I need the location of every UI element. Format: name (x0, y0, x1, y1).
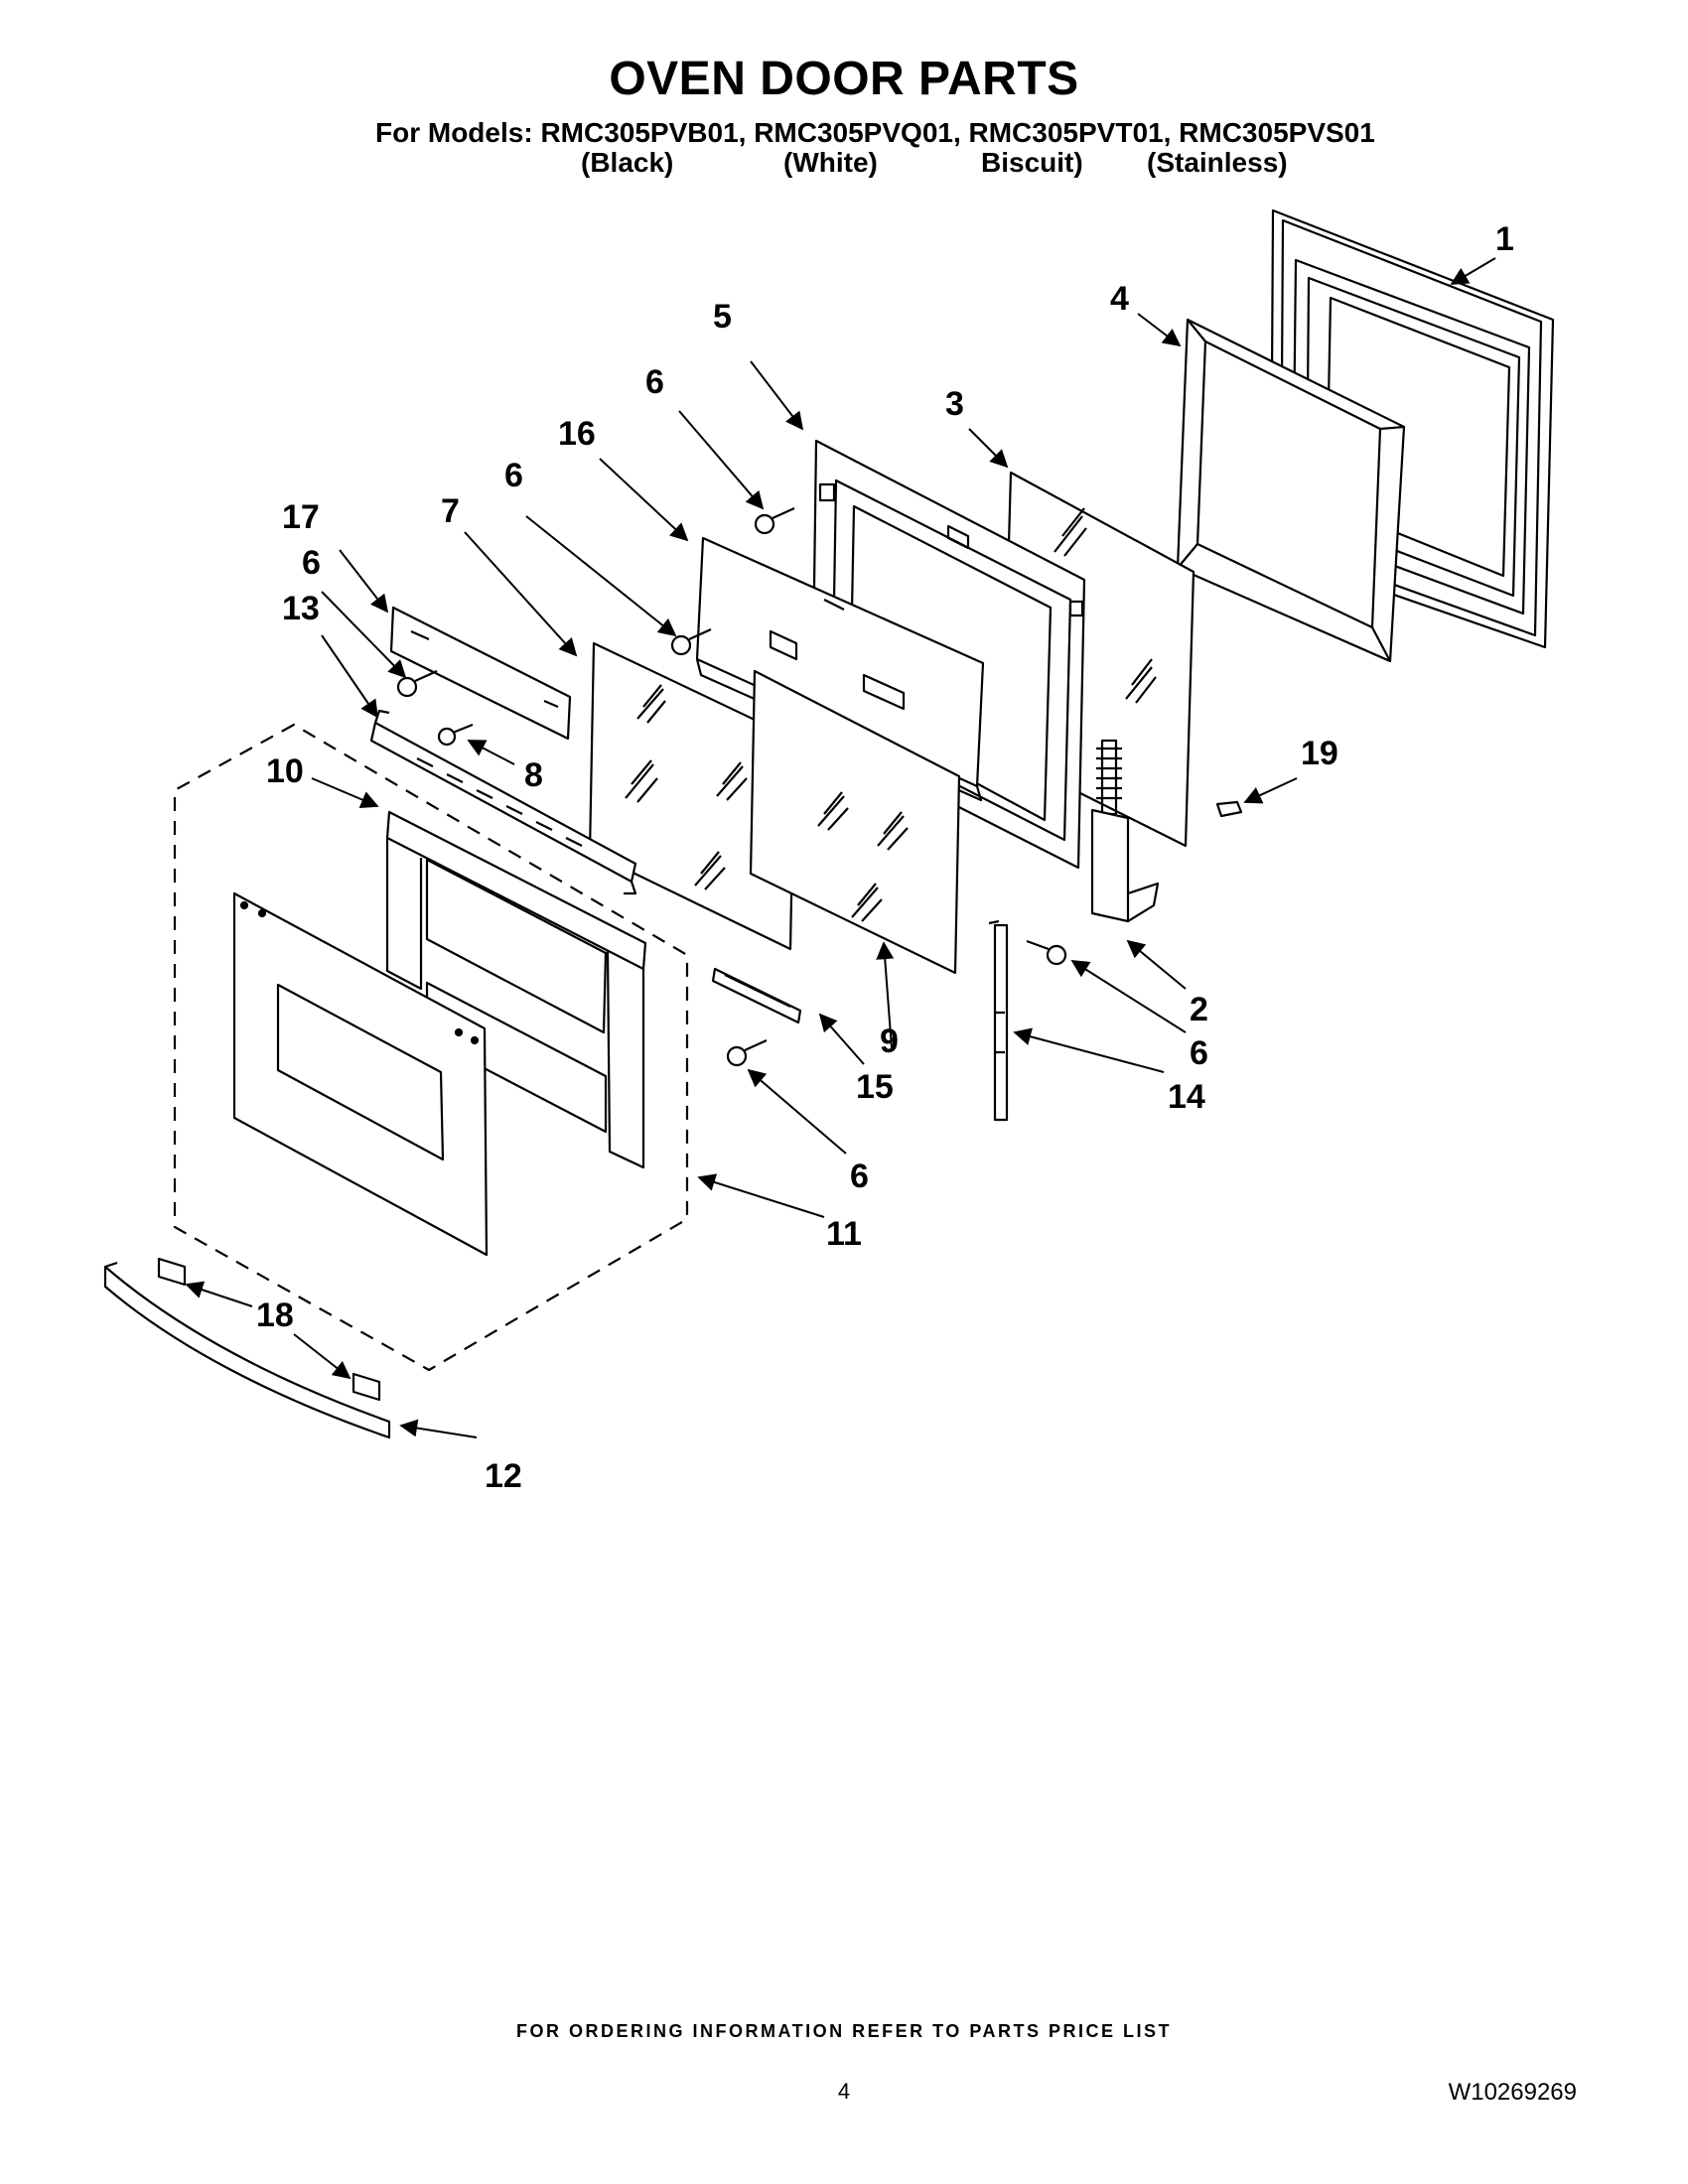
part-door-spacer (385, 810, 647, 1169)
callout-6: 6 (645, 363, 664, 401)
page-number: 4 (837, 2079, 851, 2104)
screw-icon (726, 1038, 768, 1067)
part-hinge-receiver (711, 967, 802, 1024)
callout-11: 11 (826, 1215, 862, 1253)
callout-1: 1 (1495, 220, 1514, 258)
part-handle-end-caps (157, 1257, 381, 1402)
variant-black: (Black) (581, 147, 674, 178)
variant-stainless: (Stainless) (1147, 147, 1288, 178)
callout-15: 15 (856, 1068, 894, 1106)
callout-6: 6 (504, 457, 523, 494)
callout-18: 18 (256, 1297, 294, 1334)
callout-19: 19 (1301, 735, 1338, 772)
part-middle-glass (749, 669, 961, 975)
callout-13: 13 (282, 590, 320, 627)
part-door-frame (1176, 318, 1406, 663)
ordering-note: FOR ORDERING INFORMATION REFER TO PARTS … (515, 2021, 1172, 2041)
part-hinge (1090, 739, 1160, 923)
leader-lines (185, 257, 1496, 1438)
page-title: OVEN DOOR PARTS (609, 53, 1079, 105)
part-upper-bracket (389, 606, 572, 741)
screw-icon (670, 627, 712, 656)
callout-14: 14 (1168, 1078, 1205, 1116)
callout-3: 3 (945, 385, 964, 423)
callout-17: 17 (282, 498, 320, 536)
callout-8: 8 (524, 756, 543, 794)
screw-icon (437, 723, 474, 747)
callout-4: 4 (1110, 280, 1129, 318)
callout-6: 6 (302, 544, 321, 582)
callout-5: 5 (713, 298, 732, 336)
screw-icon (1026, 939, 1067, 966)
callout-7: 7 (441, 492, 460, 530)
part-hinge-support (988, 919, 1009, 1122)
models-line: For Models: RMC305PVB01, RMC305PVQ01, RM… (375, 117, 1375, 148)
screws (396, 506, 1067, 1067)
part-door-front-panel (232, 891, 489, 1257)
callout-6: 6 (850, 1158, 869, 1195)
callout-9: 9 (880, 1023, 899, 1060)
screw-icon (396, 669, 438, 698)
callout-10: 10 (266, 752, 304, 790)
variant-biscuit: Biscuit) (981, 147, 1083, 178)
callout-12: 12 (485, 1457, 522, 1495)
part-front-glass (588, 641, 796, 951)
variant-white: (White) (783, 147, 878, 178)
callout-6: 6 (1190, 1034, 1208, 1072)
document-number: W10269269 (1448, 2079, 1577, 2106)
part-vent-trim (369, 709, 637, 895)
part-clip (1215, 800, 1243, 818)
callout-labels: 1 4 5 3 6 16 6 7 17 6 13 8 10 19 2 6 14 … (256, 220, 1514, 1495)
door-assembly-outline (173, 723, 689, 1372)
callout-16: 16 (558, 415, 596, 453)
screw-icon (754, 506, 795, 535)
callout-2: 2 (1190, 991, 1208, 1028)
part-door-handle (103, 1261, 391, 1439)
